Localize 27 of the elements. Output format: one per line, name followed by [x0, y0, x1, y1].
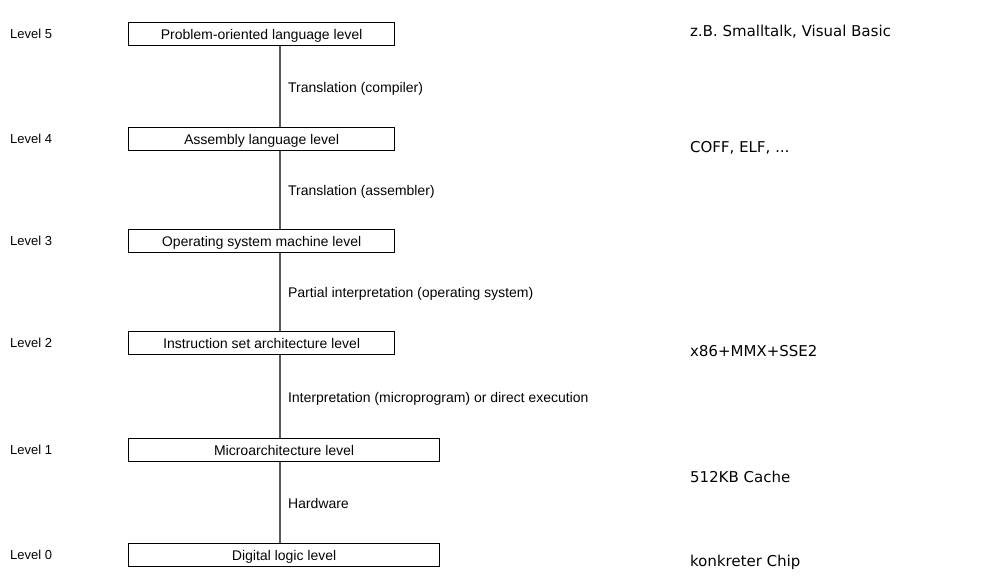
edge-label: Partial interpretation (operating system) — [286, 285, 536, 299]
level-label: Level 4 — [10, 132, 52, 145]
level-box: Digital logic level — [128, 543, 440, 567]
edge-label: Interpretation (microprogram) or direct execution — [286, 390, 590, 404]
level-box: Operating system machine level — [128, 229, 395, 253]
example-note: COFF, ELF, ... — [690, 140, 790, 155]
edge-label: Translation (compiler) — [286, 80, 425, 94]
level-label: Level 0 — [10, 548, 52, 561]
level-box: Assembly language level — [128, 127, 395, 151]
connector-line — [279, 151, 281, 229]
level-label: Level 3 — [10, 234, 52, 247]
level-box: Microarchitecture level — [128, 438, 440, 462]
connector-line — [279, 253, 281, 331]
example-note: konkreter Chip — [690, 554, 800, 569]
example-note: x86+MMX+SSE2 — [690, 344, 818, 359]
level-label: Level 5 — [10, 27, 52, 40]
level-box: Instruction set architecture level — [128, 331, 395, 355]
level-label: Level 1 — [10, 443, 52, 456]
edge-label: Hardware — [286, 496, 351, 510]
connector-line — [279, 46, 281, 127]
level-label: Level 2 — [10, 336, 52, 349]
example-note: z.B. Smalltalk, Visual Basic — [690, 24, 891, 39]
level-box: Problem-oriented language level — [128, 22, 395, 46]
connector-line — [279, 355, 281, 438]
connector-line — [279, 462, 281, 543]
edge-label: Translation (assembler) — [286, 183, 437, 197]
example-note: 512KB Cache — [690, 470, 790, 485]
